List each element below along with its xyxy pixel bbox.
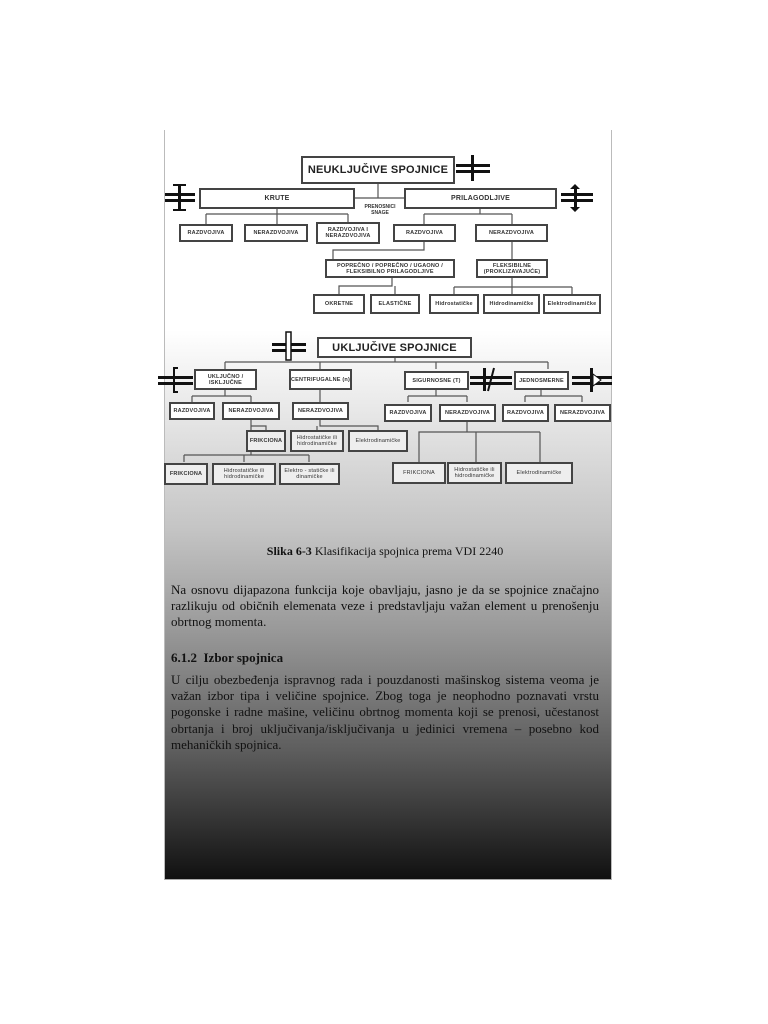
box-nerazdvojiva: NERAZDVOJIVA bbox=[222, 402, 280, 420]
section-title: Izbor spojnica bbox=[203, 650, 284, 665]
box-razdvojiva: RAZDVOJIVA bbox=[179, 224, 233, 242]
box-nerazdvojiva: NERAZDVOJIVA bbox=[554, 404, 611, 422]
box-hidrostaticke-ili-hidrodinamicke: Hidrostatičke ili hidrodinamičke bbox=[212, 463, 276, 485]
box-hidrostaticke-ili-hidrodinamicke: Hidrostatičke ili hidrodinamičke bbox=[290, 430, 344, 452]
box-elektrostaticke-ili-dinamicke: Elektro - statičke ili dinamičke bbox=[279, 463, 340, 485]
box-hidrostaticke: Hidrostatičke bbox=[429, 294, 479, 314]
root-box-neukljucive: NEUKLJUČIVE SPOJNICE bbox=[301, 156, 455, 184]
box-jednosmerne: JEDNOSMERNE bbox=[514, 371, 569, 390]
document-page bbox=[164, 130, 612, 880]
box-nerazdvojiva: NERAZDVOJIVA bbox=[439, 404, 496, 422]
box-frikciona: FRIKCIONA bbox=[392, 462, 446, 484]
box-okretne: OKRETNE bbox=[313, 294, 365, 314]
freewheel-coupling-icon bbox=[572, 368, 612, 392]
power-label: PRENOSNICI SNAGE bbox=[364, 204, 396, 216]
box-nerazdvojiva: NERAZDVOJIVA bbox=[244, 224, 308, 242]
paragraph-1: Na osnovu dijapazona funkcija koje obavl… bbox=[171, 582, 599, 630]
rigid-coupling-left-icon bbox=[165, 184, 195, 211]
box-nerazdvojiva: NERAZDVOJIVA bbox=[475, 224, 548, 242]
box-sigurnosne: SIGURNOSNE (T) bbox=[404, 371, 469, 390]
box-nerazdvojiva: NERAZDVOJIVA bbox=[292, 402, 349, 420]
rigid-coupling-icon bbox=[456, 155, 490, 181]
section-heading: 6.1.2 Izbor spojnica bbox=[171, 650, 599, 666]
box-razdvojiva: RAZDVOJIVA bbox=[502, 404, 549, 422]
safety-coupling-icon bbox=[470, 367, 512, 392]
box-elasticne: ELASTIČNE bbox=[370, 294, 420, 314]
box-hidrostaticke-ili-hidrodinamicke: Hidrostatičke ili hidrodinamičke bbox=[447, 462, 502, 484]
switch-coupling-icon bbox=[158, 367, 193, 393]
paragraph-2: U cilju obezbeđenja ispravnog rada i pou… bbox=[171, 672, 599, 752]
clutch-icon bbox=[272, 331, 306, 361]
box-prilagodljive: PRILAGODLJIVE bbox=[404, 188, 557, 209]
box-fleksibilne: FLEKSIBILNE (PROKLIZAVAJUĆE) bbox=[476, 259, 548, 278]
box-elektrodinamicke: Elektrodinamičke bbox=[348, 430, 408, 452]
box-frikciona: FRIKCIONA bbox=[246, 430, 286, 452]
section-number: 6.1.2 bbox=[171, 650, 197, 665]
flexible-coupling-icon bbox=[561, 184, 593, 212]
box-frikciona: FRIKCIONA bbox=[164, 463, 208, 485]
box-krute: KRUTE bbox=[199, 188, 355, 209]
box-razdvojiva: RAZDVOJIVA bbox=[384, 404, 432, 422]
box-elektrodinamicke: Elektrodinamičke bbox=[505, 462, 573, 484]
figure-caption: Slika 6-3 Klasifikacija spojnica prema V… bbox=[171, 543, 599, 559]
box-razdvojiva: RAZDVOJIVA bbox=[169, 402, 215, 420]
caption-label: Slika 6-3 bbox=[266, 544, 312, 558]
box-poprecno-prilagodljive: POPREČNO / POPREČNO / UGAONO / FLEKSIBIL… bbox=[325, 259, 455, 278]
box-razdvojiva: RAZDVOJIVA bbox=[393, 224, 456, 242]
box-hidrodinamicke: Hidrodinamičke bbox=[483, 294, 540, 314]
box-elektrodinamicke: Elektrodinamičke bbox=[543, 294, 601, 314]
box-razdvojiva-i-nerazdvojiva: RAZDVOJIVA I NERAZDVOJIVA bbox=[316, 222, 380, 244]
root-box-ukljucive: UKLJUČIVE SPOJNICE bbox=[317, 337, 472, 358]
caption-text: Klasifikacija spojnica prema VDI 2240 bbox=[311, 544, 504, 558]
box-centrifugalne: CENTRIFUGALNE (n) bbox=[289, 369, 352, 390]
box-ukljucno-iskljucne: UKLJUČNO / ISKLJUČNE bbox=[194, 369, 257, 390]
